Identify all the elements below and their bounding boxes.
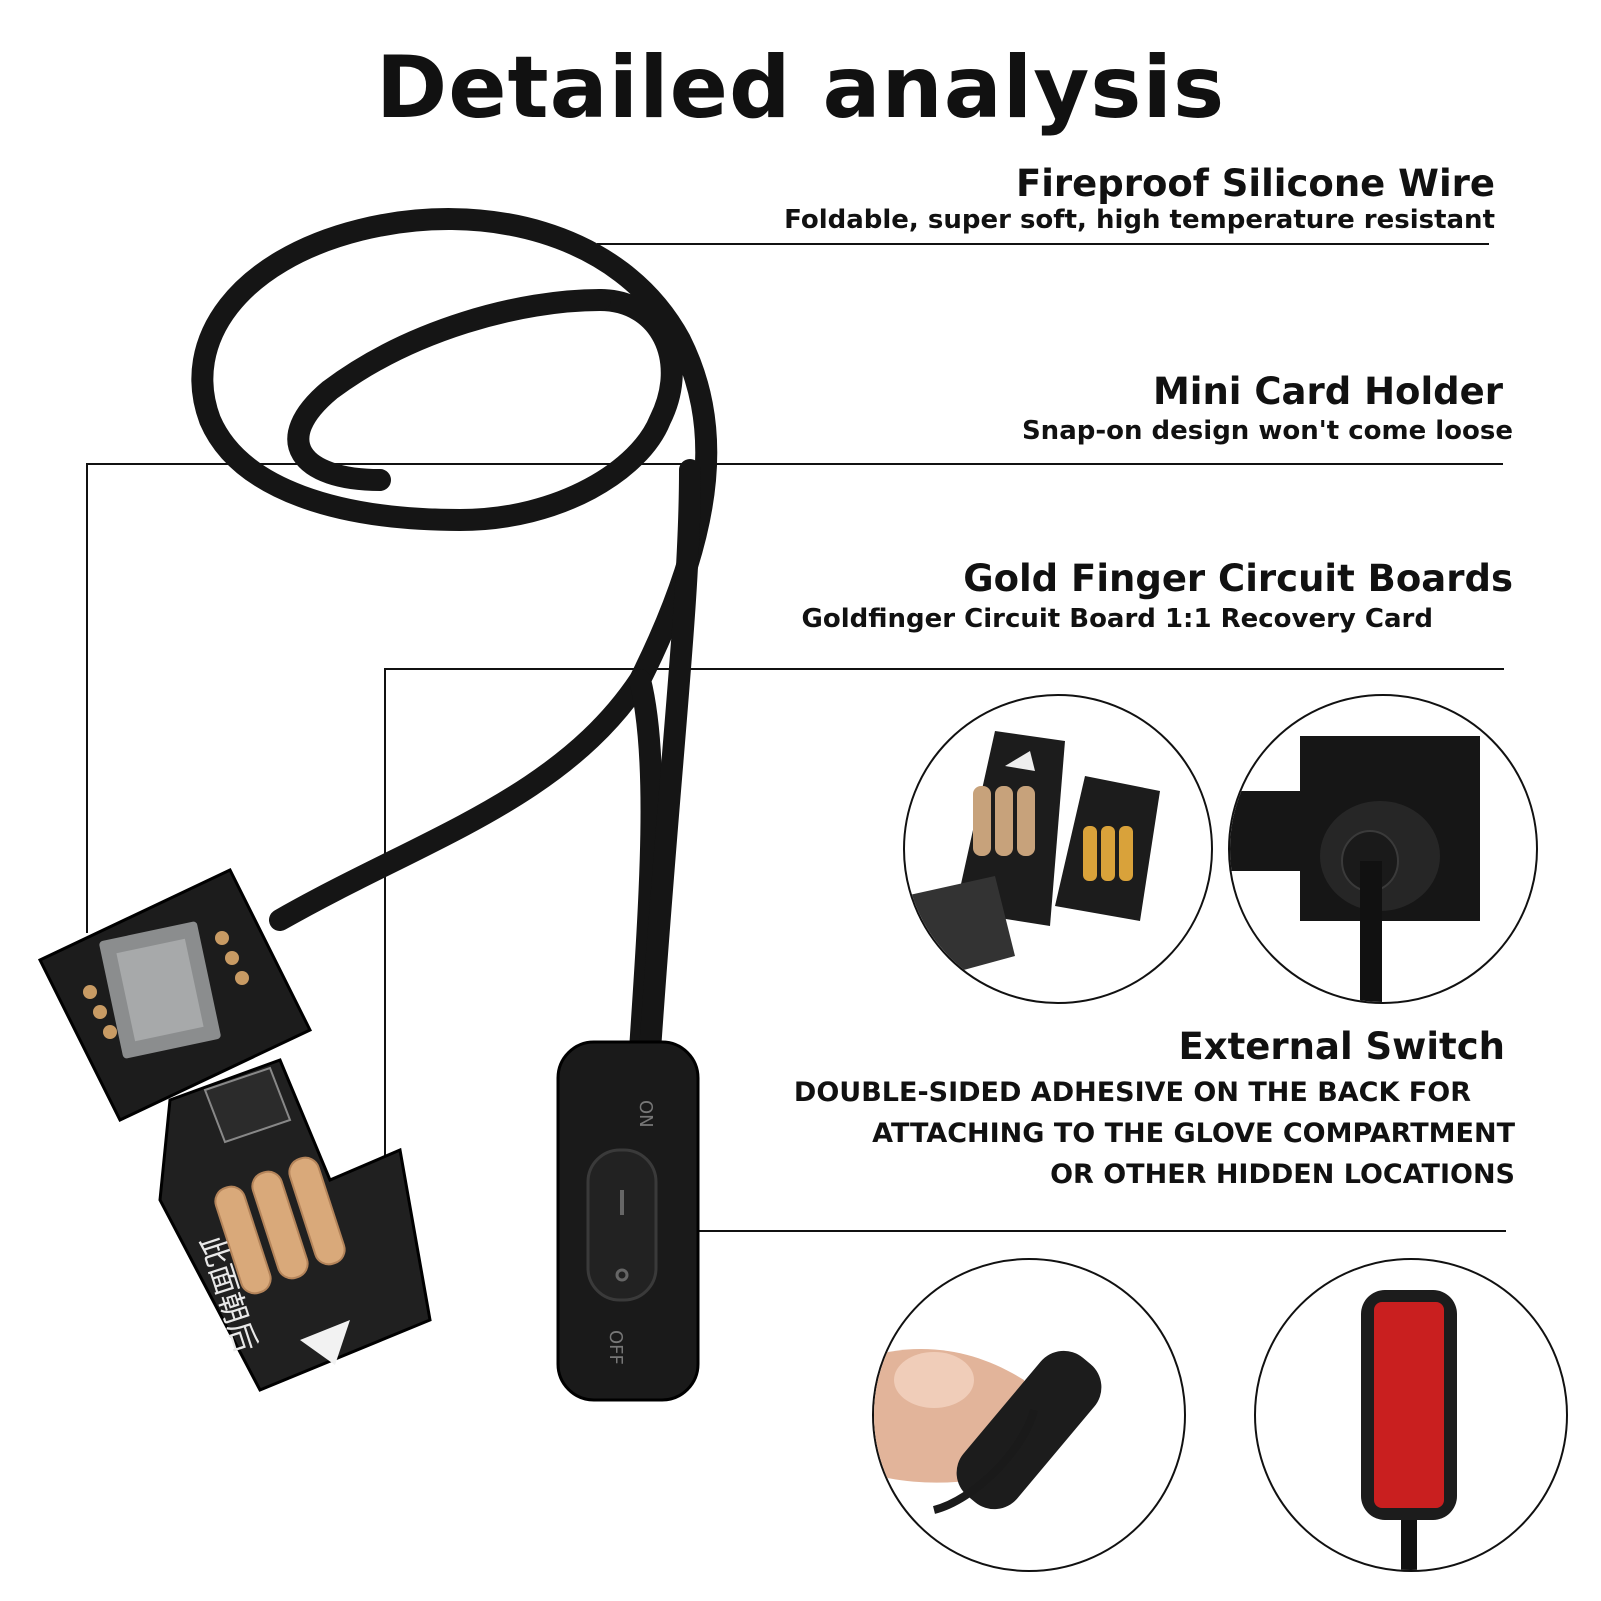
cable-loop [191, 208, 718, 931]
card-holder [37, 868, 313, 1122]
card-text: 此面朝后 [192, 1232, 262, 1357]
feature-heading-wire: Fireproof Silicone Wire [1015, 162, 1495, 205]
feature-heading-external-switch: External Switch [1178, 1025, 1505, 1068]
feature-sub-switch-line-2: ATTACHING TO THE GLOVE COMPARTMENT [872, 1118, 1515, 1149]
feature-sub-circuit-boards: Goldfinger Circuit Board 1:1 Recovery Ca… [801, 604, 1434, 634]
detail-circle-adhesive-back [1254, 1258, 1568, 1572]
switch-label-on: ON [635, 1100, 656, 1128]
feature-heading-circuit-boards: Gold Finger Circuit Boards [963, 557, 1513, 600]
leader-line-card-holder-vertical [86, 463, 88, 933]
feature-heading-card-holder: Mini Card Holder [1152, 370, 1503, 413]
cable-to-switch [629, 669, 663, 1061]
recovery-card: 此面朝后 [158, 1058, 432, 1392]
feature-sub-switch-line-3: OR OTHER HIDDEN LOCATIONS [1050, 1159, 1515, 1190]
switch-label-off: OFF [605, 1330, 626, 1365]
leader-line-circuit-boards-vertical [384, 668, 386, 1266]
detail-circle-switch-in-hand [872, 1258, 1186, 1572]
external-switch: ON OFF [556, 1040, 700, 1402]
feature-sub-wire: Foldable, super soft, high temperature r… [784, 205, 1495, 235]
detail-circle-cards [903, 694, 1213, 1004]
feature-sub-card-holder: Snap-on design won't come loose [1021, 416, 1513, 446]
leader-line-card-holder [86, 463, 1503, 465]
detail-circle-holder-back [1228, 694, 1538, 1004]
leader-line-wire [597, 243, 1489, 245]
feature-sub-switch-line-1: DOUBLE-SIDED ADHESIVE ON THE BACK FOR [793, 1077, 1471, 1108]
leader-line-circuit-boards [384, 668, 1504, 670]
page-title: Detailed analysis [375, 38, 1226, 138]
leader-line-external-switch [690, 1230, 1506, 1232]
